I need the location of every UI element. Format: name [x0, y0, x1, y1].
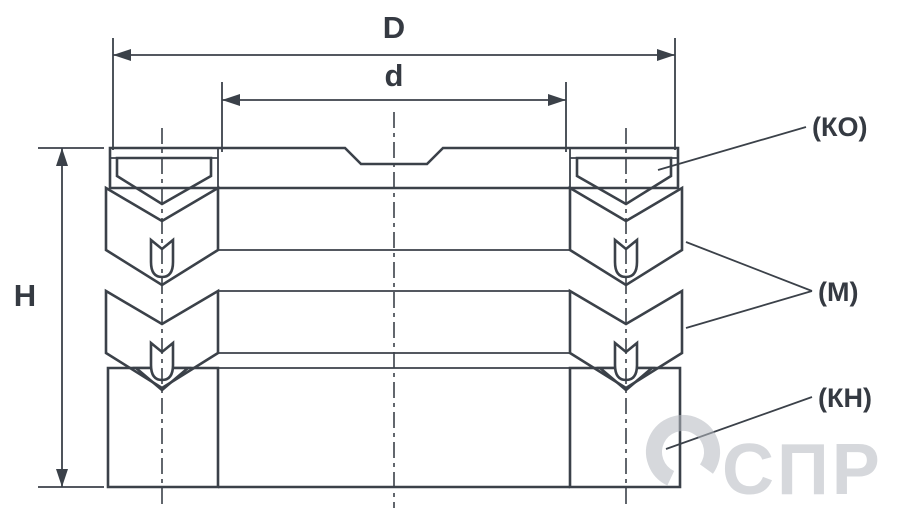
dim-D-arrow-left — [113, 49, 131, 61]
top-adapter-ring — [108, 146, 680, 206]
dim-H-arrow-bottom — [56, 469, 68, 487]
leader-top-ring — [657, 126, 807, 171]
callout-top-ring-label: (КО) — [812, 112, 867, 142]
dimension-H: H — [14, 147, 104, 488]
dimension-d: d — [221, 58, 567, 152]
dim-d-arrow-left — [222, 94, 240, 106]
dimension-D-label: D — [383, 10, 405, 45]
leader-bottom-ring — [665, 396, 813, 450]
top-ring-plate-outline — [108, 146, 680, 190]
callout-bottom-ring-label: (КН) — [818, 383, 872, 413]
callouts: (КО) (М) (КН) — [657, 112, 872, 450]
dim-H-arrow-top — [56, 148, 68, 166]
leader-seal-1 — [685, 241, 813, 292]
centerlines — [161, 112, 627, 508]
dim-D-arrow-right — [657, 49, 675, 61]
watermark: СПР — [645, 415, 883, 510]
dim-d-arrow-right — [548, 94, 566, 106]
callout-seal-rings-label: (М) — [818, 277, 858, 307]
leader-seal-2 — [685, 290, 813, 329]
top-ring-section-left — [115, 156, 213, 206]
watermark-logo-icon — [645, 415, 720, 489]
dimension-D: D — [112, 10, 676, 150]
dimension-H-label: H — [14, 278, 36, 313]
top-ring-section-right — [575, 156, 673, 206]
watermark-text: СПР — [722, 430, 883, 510]
dimension-d-label: d — [385, 58, 404, 93]
